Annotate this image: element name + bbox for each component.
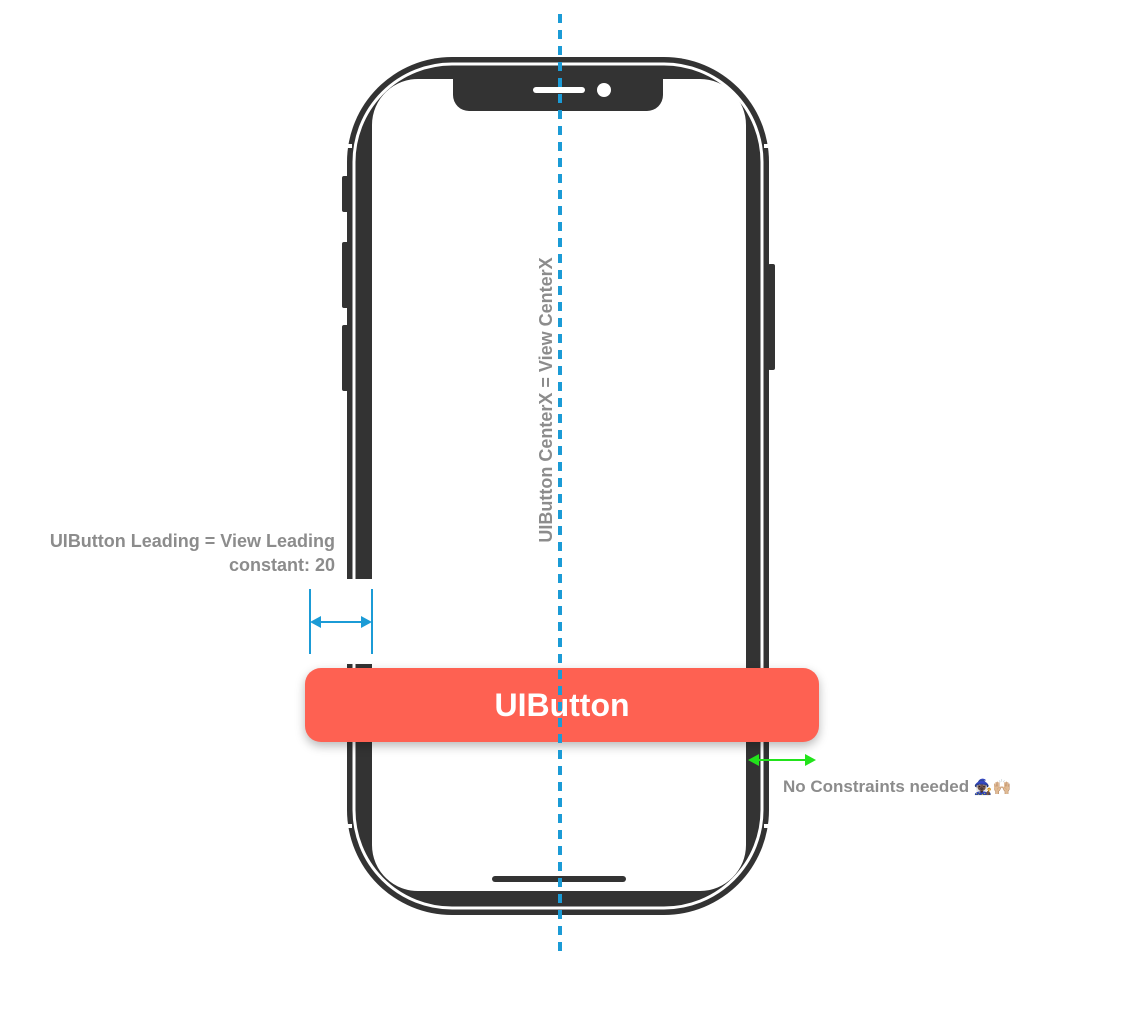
leading-arrowhead-left bbox=[310, 616, 321, 628]
phone-outer-ring bbox=[352, 62, 764, 910]
no-constraints-text: No Constraints needed bbox=[783, 777, 970, 796]
front-camera bbox=[597, 83, 611, 97]
leading-constraint-arrow bbox=[309, 589, 373, 654]
trailing-arrowhead-right bbox=[805, 754, 816, 766]
leading-constraint-label: UIButton Leading = View Leading constant… bbox=[50, 529, 335, 577]
power-button bbox=[768, 264, 775, 370]
right-frame-gap-bottom bbox=[764, 824, 776, 828]
trailing-arrowhead-left bbox=[748, 754, 759, 766]
uibutton[interactable]: UIButton bbox=[305, 668, 819, 742]
celebration-emoji: 🧙🏿‍♀️🙌🏼 bbox=[973, 778, 1012, 796]
volume-up-button bbox=[342, 242, 349, 308]
no-constraints-label: No Constraints needed 🧙🏿‍♀️🙌🏼 bbox=[783, 775, 1011, 799]
left-frame-gap-top bbox=[340, 144, 352, 148]
center-x-guide-line bbox=[558, 14, 562, 954]
leading-arrowhead-right bbox=[361, 616, 372, 628]
volume-down-button bbox=[342, 325, 349, 391]
left-frame-gap-bottom bbox=[340, 824, 352, 828]
leading-constraint-line1: UIButton Leading = View Leading bbox=[49, 531, 335, 551]
right-frame-gap-top bbox=[764, 144, 776, 148]
center-x-constraint-label: UIButton CenterX = View CenterX bbox=[536, 257, 556, 543]
leading-constraint-line2: constant: 20 bbox=[228, 555, 335, 575]
mute-switch bbox=[342, 176, 349, 212]
trailing-arrow bbox=[748, 754, 816, 766]
